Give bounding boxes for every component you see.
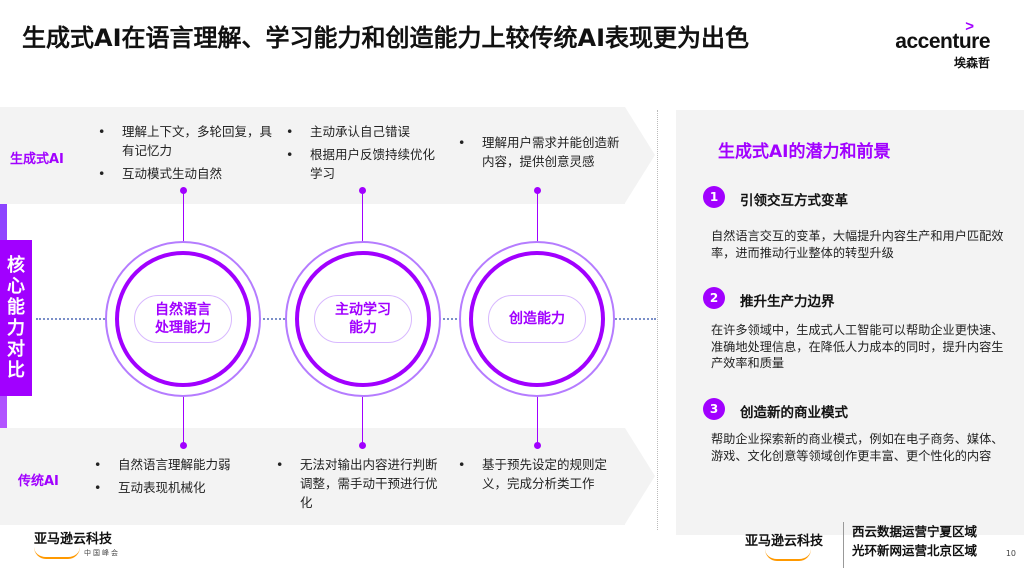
connector-line bbox=[362, 190, 363, 242]
connector-line bbox=[183, 190, 184, 242]
capability-label-creativity: 创造能力 bbox=[488, 295, 586, 343]
core-label-char: 比 bbox=[7, 360, 25, 381]
core-capability-label: 核 心 能 力 对 比 bbox=[0, 240, 32, 396]
connector-line bbox=[362, 396, 363, 446]
accenture-wordmark: accenture bbox=[895, 30, 990, 53]
generative-col-2: 主动承认自己错误 根据用户反馈持续优化学习 bbox=[286, 122, 446, 187]
connector-dot bbox=[359, 187, 366, 194]
capability-label-nlp: 自然语言处理能力 bbox=[134, 295, 232, 343]
aws-smile-icon bbox=[34, 547, 80, 559]
generative-row-label: 生成式AI bbox=[10, 152, 64, 167]
generative-band-arrow bbox=[625, 107, 655, 203]
core-label-char: 核 bbox=[7, 255, 25, 276]
section-divider bbox=[657, 110, 658, 530]
aws-logo-right: 亚马逊云科技 bbox=[745, 530, 823, 561]
prospect-body: 在许多领域中，生成式人工智能可以帮助企业更快速、准确地处理信息，在降低人力成本的… bbox=[711, 323, 1004, 370]
capability-label-line: 处理能力 bbox=[155, 320, 211, 336]
generative-col-3: 理解用户需求并能创造新内容，提供创意灵感 bbox=[458, 133, 628, 175]
prospect-heading: 推升生产力边界 bbox=[740, 294, 835, 310]
aws-summit-logo: 亚马逊云科技 中国峰会 bbox=[34, 528, 120, 559]
core-label-char: 力 bbox=[7, 318, 25, 339]
bullet-item: 无法对输出内容进行判断调整，需手动干预进行优化 bbox=[276, 455, 446, 512]
core-label-char: 对 bbox=[7, 339, 25, 360]
aws-summit-subtitle: 中国峰会 bbox=[84, 549, 120, 557]
prospect-body: 自然语言交互的变革，大幅提升内容生产和用户匹配效率，进而推动行业整体的转型升级 bbox=[711, 229, 1004, 260]
aws-logo-text: 亚马逊云科技 bbox=[34, 532, 113, 547]
aws-logo-text: 亚马逊云科技 bbox=[745, 534, 824, 549]
bullet-item: 主动承认自己错误 bbox=[286, 122, 446, 141]
item-number-badge: 1 bbox=[703, 186, 725, 208]
page-number: 10 bbox=[1005, 549, 1016, 558]
prospect-heading: 引领交互方式变革 bbox=[740, 193, 848, 209]
traditional-band-arrow bbox=[625, 428, 655, 524]
accenture-chinese-name: 埃森哲 bbox=[953, 56, 990, 70]
connector-dot bbox=[534, 187, 541, 194]
connector-dot bbox=[359, 442, 366, 449]
prospects-title: 生成式AI的潜力和前景 bbox=[718, 142, 891, 162]
bullet-item: 根据用户反馈持续优化学习 bbox=[286, 145, 446, 183]
traditional-col-1: 自然语言理解能力弱 互动表现机械化 bbox=[94, 455, 272, 501]
capability-label-learning: 主动学习能力 bbox=[314, 295, 412, 343]
connector-dot bbox=[534, 442, 541, 449]
bullet-item: 理解上下文，多轮回复，具有记忆力 bbox=[98, 122, 276, 160]
capability-label-line: 主动学习 bbox=[335, 302, 391, 318]
prospect-heading: 创造新的商业模式 bbox=[740, 405, 848, 421]
capability-label-line: 创造能力 bbox=[509, 311, 565, 327]
traditional-col-2: 无法对输出内容进行判断调整，需手动干预进行优化 bbox=[276, 455, 446, 516]
prospects-panel bbox=[676, 110, 1024, 535]
core-label-char: 心 bbox=[7, 276, 25, 297]
traditional-row-label: 传统AI bbox=[18, 474, 59, 489]
item-number-badge: 3 bbox=[703, 398, 725, 420]
aws-smile-icon bbox=[765, 549, 811, 561]
connector-line bbox=[537, 190, 538, 242]
region-ningxia: 西云数据运营宁夏区域 bbox=[852, 524, 978, 539]
bullet-item: 基于预先设定的规则定义，完成分析类工作 bbox=[458, 455, 628, 493]
generative-col-1: 理解上下文，多轮回复，具有记忆力 互动模式生动自然 bbox=[98, 122, 276, 187]
region-beijing: 光环新网运营北京区域 bbox=[852, 543, 978, 558]
capability-label-line: 能力 bbox=[349, 320, 377, 336]
region-list: 西云数据运营宁夏区域 光环新网运营北京区域 bbox=[852, 522, 977, 560]
bullet-item: 理解用户需求并能创造新内容，提供创意灵感 bbox=[458, 133, 628, 171]
accenture-accent-mark: > bbox=[965, 18, 974, 35]
capability-label-line: 自然语言 bbox=[155, 302, 211, 318]
traditional-col-3: 基于预先设定的规则定义，完成分析类工作 bbox=[458, 455, 628, 497]
accenture-logo: > accenture 埃森哲 bbox=[895, 18, 990, 71]
core-label-char: 能 bbox=[7, 297, 25, 318]
connector-line bbox=[537, 396, 538, 446]
footer-separator bbox=[843, 522, 844, 568]
item-number-badge: 2 bbox=[703, 287, 725, 309]
bullet-item: 互动模式生动自然 bbox=[98, 164, 276, 183]
prospect-body: 帮助企业探索新的商业模式，例如在电子商务、媒体、游戏、文化创意等领域创作更丰富、… bbox=[711, 432, 1004, 463]
bullet-item: 互动表现机械化 bbox=[94, 478, 272, 497]
bullet-item: 自然语言理解能力弱 bbox=[94, 455, 272, 474]
connector-dot bbox=[180, 442, 187, 449]
page-title: 生成式AI在语言理解、学习能力和创造能力上较传统AI表现更为出色 bbox=[22, 24, 750, 52]
connector-dot bbox=[180, 187, 187, 194]
connector-line bbox=[183, 396, 184, 446]
